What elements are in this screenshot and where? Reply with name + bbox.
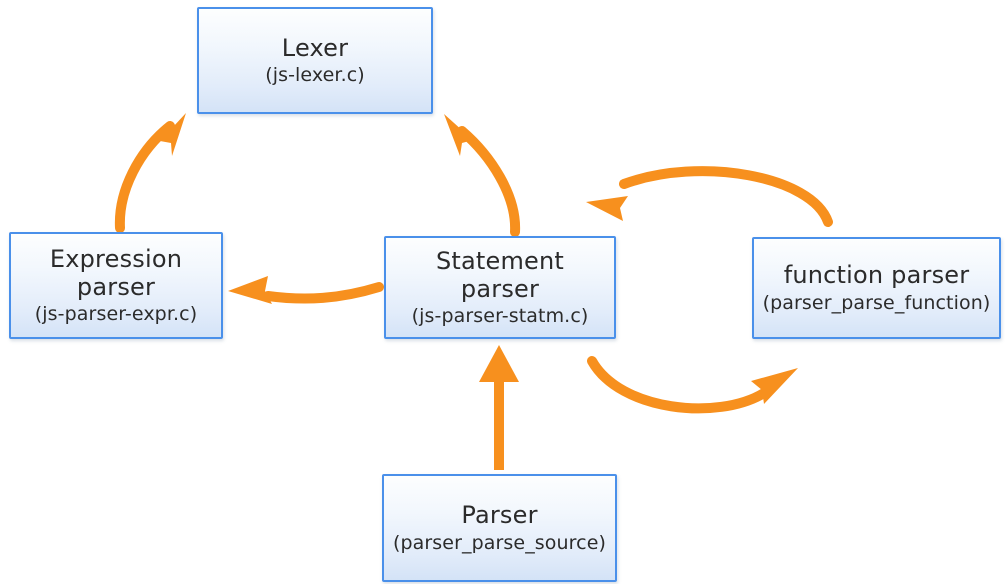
edge-expression-parser-to-lexer	[114, 113, 186, 233]
node-parser-title: Parser	[461, 501, 538, 530]
node-lexer-subtitle: (js-lexer.c)	[265, 64, 365, 87]
node-expression-parser-title: Expression parser	[49, 244, 183, 302]
node-parser-subtitle: (parser_parse_source)	[392, 531, 607, 554]
edge-parser-to-statement-parser	[479, 345, 519, 470]
edge-statement-parser-to-lexer	[444, 114, 521, 237]
edge-statement-parser-to-function-parser	[587, 356, 798, 414]
node-parser[interactable]: Parser (parser_parse_source)	[382, 474, 617, 582]
node-statement-parser-subtitle: (js-parser-statm.c)	[411, 305, 589, 328]
node-lexer[interactable]: Lexer (js-lexer.c)	[197, 7, 433, 114]
node-expression-parser[interactable]: Expression parser (js-parser-expr.c)	[9, 232, 223, 339]
edge-function-parser-to-statement-parser	[586, 166, 833, 227]
node-expression-parser-subtitle: (js-parser-expr.c)	[34, 303, 198, 326]
node-statement-parser[interactable]: Statement parser (js-parser-statm.c)	[384, 236, 616, 339]
node-lexer-title: Lexer	[281, 33, 349, 62]
node-function-parser-subtitle: (parser_parse_function)	[762, 291, 991, 314]
node-function-parser[interactable]: function parser (parser_parse_function)	[752, 237, 1001, 339]
node-function-parser-title: function parser	[783, 261, 970, 290]
node-statement-parser-title: Statement parser	[435, 246, 565, 304]
edge-statement-parser-to-expression-parser	[228, 276, 384, 304]
